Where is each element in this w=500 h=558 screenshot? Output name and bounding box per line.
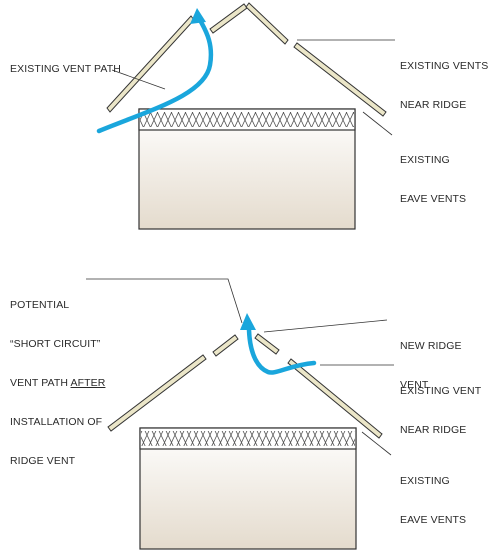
label-line: NEAR RIDGE (400, 99, 467, 111)
label-existing-vents-near-ridge: EXISTING VENTS NEAR RIDGE (400, 34, 488, 125)
label-existing-vent-path: EXISTING VENT PATH (10, 63, 121, 75)
label-short-circuit-path: POTENTIAL “SHORT CIRCUIT” VENT PATH AFTE… (10, 273, 105, 481)
label-line: VENT (400, 379, 429, 391)
label-line: RIDGE VENT (10, 455, 76, 467)
top-roof-right-upper (245, 2, 289, 45)
label-line: INSTALLATION OF (10, 416, 103, 428)
leader-eave-bottom (361, 431, 392, 456)
label-line: EXISTING (400, 154, 450, 166)
bottom-airflow-arrowhead (240, 313, 256, 330)
top-roof-right-lower (293, 42, 387, 117)
top-roof-left-upper (209, 3, 248, 34)
label-text-underlined: AFTER (70, 377, 106, 389)
label-text: VENT PATH (10, 377, 71, 389)
leader-new-ridge-vent (263, 319, 388, 333)
label-line: EXISTING VENTS (400, 60, 489, 72)
label-line: POTENTIAL (10, 299, 70, 311)
label-line: EAVE VENTS (400, 514, 467, 526)
leader-eave-top (362, 111, 393, 136)
label-line: NEAR RIDGE (400, 424, 467, 436)
label-line: EXISTING VENT (400, 385, 482, 397)
label-line: “SHORT CIRCUIT” (10, 338, 101, 350)
leader-vent-path (111, 69, 166, 90)
label-line: EAVE VENTS (400, 193, 467, 205)
label-existing-vent-near-ridge: EXISTING VENT NEAR RIDGE (400, 359, 481, 450)
bottom-diagram (86, 278, 394, 550)
top-diagram (96, 2, 395, 230)
label-line: EXISTING (400, 475, 450, 487)
bottom-roof-right-lower (287, 358, 383, 439)
label-line: NEW RIDGE (400, 340, 462, 352)
label-new-ridge-vent: NEW RIDGE VENT (400, 314, 462, 405)
bottom-roof-left-lower (107, 354, 207, 432)
leader-short-circuit (86, 278, 243, 324)
bottom-roof-right-upper (254, 333, 280, 355)
bottom-roof-left-upper (212, 334, 239, 357)
label-existing-eave-vents-bottom: EXISTING EAVE VENTS (400, 449, 466, 540)
bottom-airflow-path (246, 327, 317, 375)
label-existing-eave-vents-top: EXISTING EAVE VENTS (400, 128, 466, 219)
top-airflow-path (96, 17, 214, 134)
label-line: VENT PATH AFTER (10, 377, 105, 390)
top-airflow-arrowhead (190, 8, 206, 24)
